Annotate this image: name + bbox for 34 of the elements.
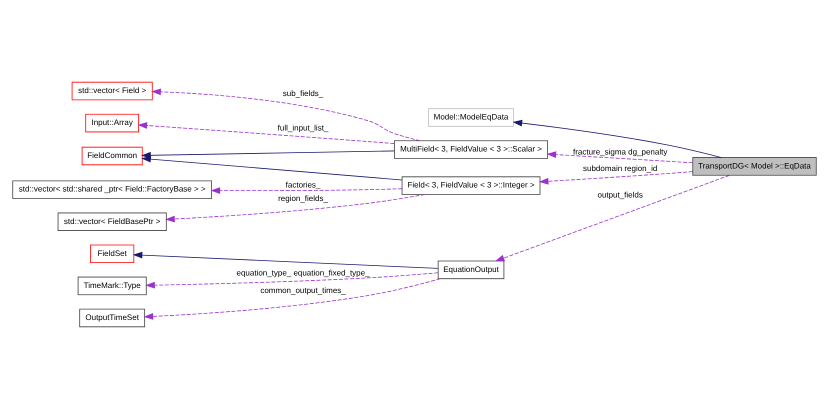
node-box: Input::Array bbox=[85, 114, 140, 132]
node-box: TransportDG< Model >::EqData bbox=[692, 157, 817, 176]
node-box: MultiField< 3, FieldValue < 3 >::Scalar > bbox=[394, 140, 548, 159]
edge-label: region_fields_ bbox=[278, 194, 328, 203]
arrow bbox=[538, 171, 693, 185]
arrow bbox=[165, 194, 426, 222]
arrow bbox=[546, 151, 693, 164]
edge-label: fracture_sigma dg_penalty bbox=[573, 147, 668, 156]
arrow bbox=[145, 272, 438, 289]
edge-label: sub_fields_ bbox=[282, 88, 324, 98]
node-box: Field< 3, FieldValue < 3 >::Integer > bbox=[402, 176, 540, 195]
node-box: EquationOutput bbox=[438, 260, 504, 280]
arrow bbox=[132, 252, 438, 269]
node-box: FieldSet bbox=[90, 244, 134, 264]
arrow bbox=[151, 88, 420, 142]
edge-label: equation_type_ equation_fixed_type_ bbox=[236, 268, 370, 278]
node-box: std::vector< std::shared _ptr< Field::FactoryBase > > bbox=[12, 180, 212, 199]
node-box: FieldCommon bbox=[82, 146, 143, 166]
arrow bbox=[141, 156, 402, 180]
arrow bbox=[210, 187, 402, 194]
edge-label: output_fields bbox=[598, 190, 643, 200]
node-box: OutputTimeSet bbox=[79, 308, 146, 328]
edge-label: common_output_times_ bbox=[260, 286, 346, 296]
arrow bbox=[144, 278, 441, 320]
node-box: Model::ModelEqData bbox=[428, 108, 514, 127]
node-box: TimeMark::Type bbox=[78, 276, 147, 296]
arrow bbox=[137, 122, 395, 144]
node-box: std::vector< FieldBasePtr > bbox=[58, 212, 167, 231]
arrow bbox=[512, 120, 722, 158]
edge-label: subdomain region_id bbox=[583, 164, 658, 174]
edge-label: factories_ bbox=[286, 180, 320, 190]
node-box: std::vector< Field > bbox=[72, 82, 153, 100]
arrow bbox=[494, 174, 730, 262]
edge-label: full_input_list_ bbox=[278, 123, 328, 132]
